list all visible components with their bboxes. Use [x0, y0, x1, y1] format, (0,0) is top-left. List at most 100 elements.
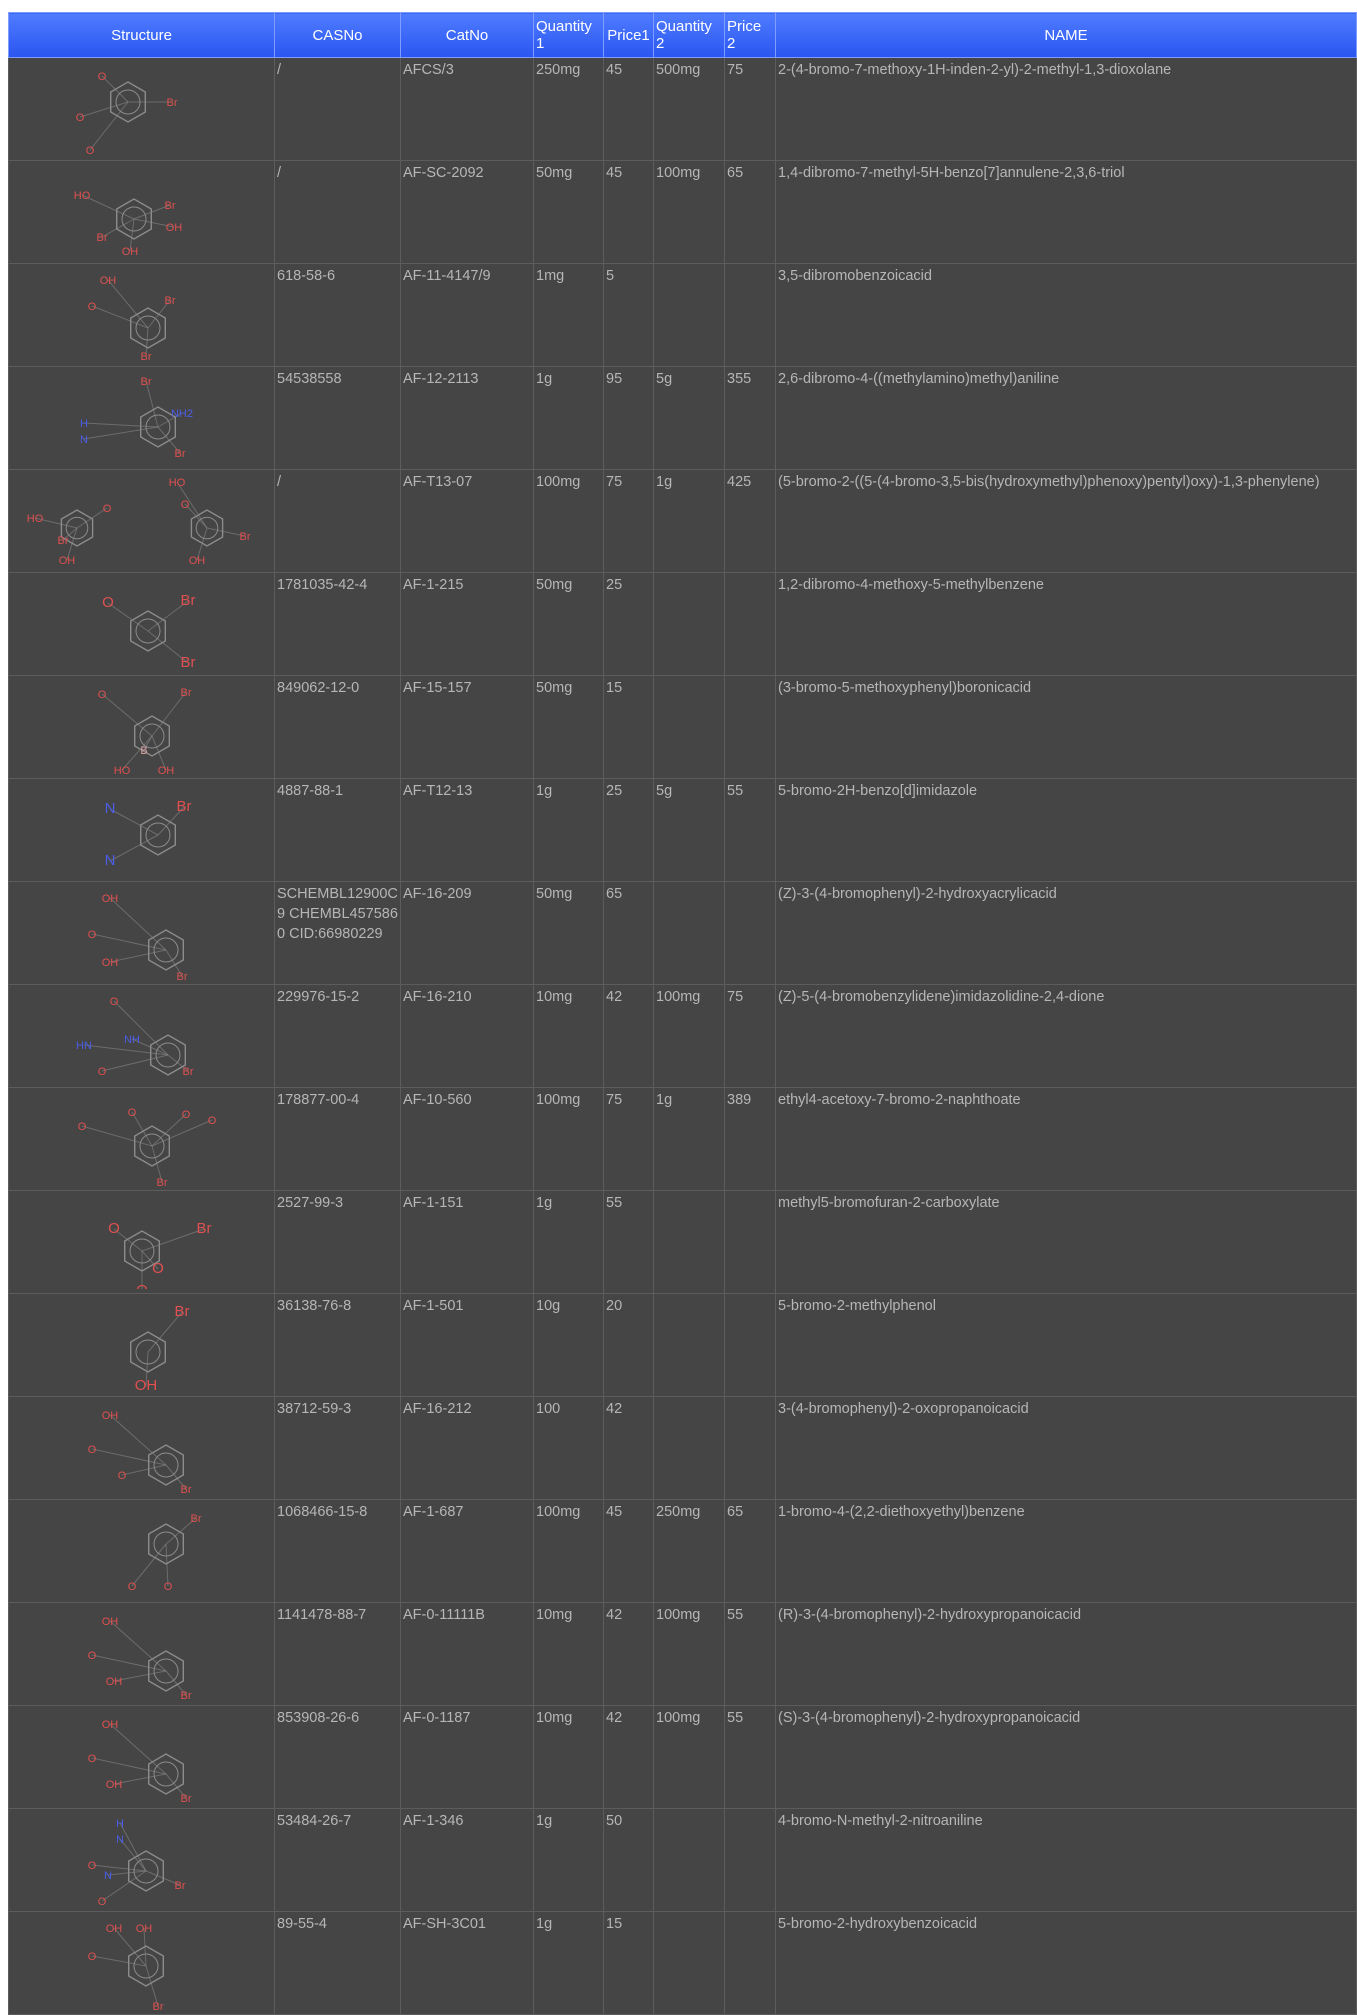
bond-line [151, 1145, 162, 1183]
name-cell: 3-(4-bromophenyl)-2-oxopropanoicacid [775, 1396, 1357, 1500]
quantity1-cell: 10mg [533, 1602, 604, 1706]
quantity1-cell: 50mg [533, 572, 604, 676]
price2-cell: 389 [724, 1087, 776, 1191]
bond-line [109, 1620, 166, 1672]
catno-cell: AF-T12-13 [400, 778, 534, 882]
atom-label: Br [180, 1484, 191, 1495]
atom-label: Br [57, 535, 68, 547]
name-cell: (S)-3-(4-bromophenyl)-2-hydroxypropanoic… [775, 1705, 1357, 1809]
atom-label: O [108, 1220, 120, 1237]
atom-label: OH [101, 1719, 118, 1731]
bond-line [165, 1464, 186, 1490]
bond-line [145, 380, 158, 428]
price1-cell: 95 [603, 366, 654, 470]
bond-line [165, 949, 182, 977]
benzene-ring [129, 307, 166, 349]
benzene-ring [133, 715, 170, 757]
price1-cell: 25 [603, 572, 654, 676]
aromatic-bond [195, 516, 218, 540]
atom-label: OH [58, 555, 75, 567]
atom-label: O [102, 503, 111, 515]
header-quantity2[interactable]: Quantity 2 [653, 12, 725, 58]
header-catno[interactable]: CatNo [400, 12, 534, 58]
atom-label: OH [121, 246, 138, 258]
benzene-ring [127, 1945, 164, 1987]
table-row[interactable]: OOOBr2527-99-3AF-1-1511g55methyl5-bromof… [8, 1190, 1357, 1294]
catno-cell: AFCS/3 [400, 57, 534, 161]
header-price2[interactable]: Price 2 [724, 12, 776, 58]
quantity2-cell: 5g [653, 366, 725, 470]
cas-cell: 849062-12-0 [274, 675, 401, 779]
atom-label: OH [101, 957, 118, 969]
name-cell: (3-bromo-5-methoxyphenyl)boronicacid [775, 675, 1357, 779]
atom-label: OH [157, 765, 174, 774]
atom-label: Br [152, 2001, 163, 2010]
atom-label: Br [166, 97, 177, 109]
quantity2-cell [653, 572, 725, 676]
atom-label: HO [113, 765, 130, 774]
benzene-ring [139, 406, 176, 448]
atom-label: Br [140, 376, 151, 388]
benzene-ring [190, 509, 223, 547]
quantity2-cell: 100mg [653, 984, 725, 1088]
benzene-ring [129, 610, 166, 652]
bond-line [196, 527, 207, 561]
bond-line [141, 1228, 204, 1252]
bond-line [119, 1822, 146, 1872]
price2-cell: 75 [724, 57, 776, 161]
bond-line [83, 426, 158, 440]
catno-cell: AF-1-215 [400, 572, 534, 676]
atom-label: Br [180, 1793, 191, 1804]
bond-line [113, 1773, 166, 1785]
cas-cell: 853908-26-6 [274, 1705, 401, 1809]
name-cell: 3,5-dibromobenzoicacid [775, 263, 1357, 367]
header-price1[interactable]: Price1 [603, 12, 654, 58]
atom-label: N [104, 852, 115, 869]
price1-cell: 75 [603, 469, 654, 573]
bond-line [121, 735, 152, 771]
header-casno[interactable]: CASNo [274, 12, 401, 58]
price1-cell: 15 [603, 675, 654, 779]
aromatic-bond [115, 89, 140, 115]
header-name[interactable]: NAME [775, 12, 1357, 58]
header-structure[interactable]: Structure [8, 12, 275, 58]
quantity1-cell: 50mg [533, 160, 604, 264]
quantity2-cell [653, 881, 725, 985]
bond-line [91, 1757, 166, 1775]
quantity2-cell [653, 1293, 725, 1397]
price1-cell: 42 [603, 1602, 654, 1706]
bond-line [151, 691, 186, 737]
atom-label: O [87, 1860, 96, 1872]
bond-line [107, 279, 148, 329]
quantity1-cell: 100mg [533, 1499, 604, 1603]
atom-label: OH [105, 1676, 122, 1688]
quantity1-cell: 100mg [533, 1087, 604, 1191]
quantity2-cell [653, 1190, 725, 1294]
header-quantity1[interactable]: Quantity 1 [533, 12, 604, 58]
catno-cell: AF-16-212 [400, 1396, 534, 1500]
benzene-ring [60, 509, 93, 547]
